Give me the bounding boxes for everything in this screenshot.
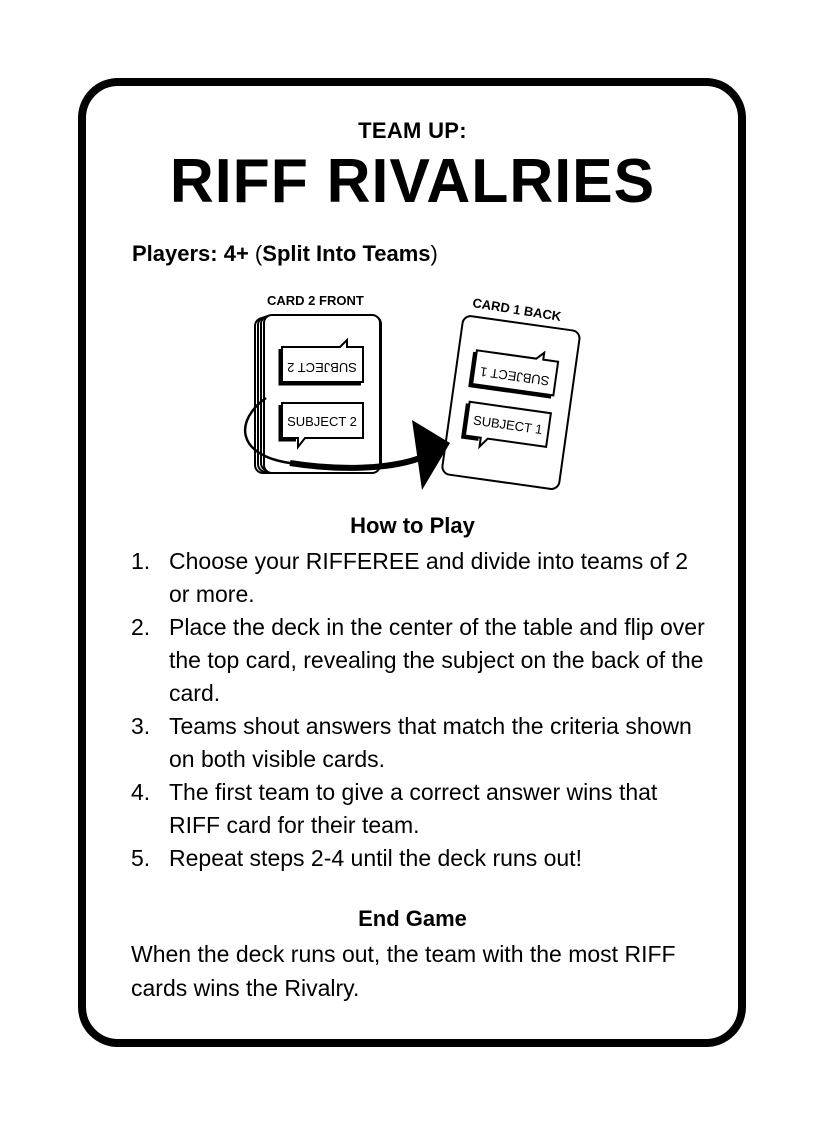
card-kicker: TEAM UP: bbox=[358, 118, 467, 143]
players-line: Players: 4+ (Split Into Teams) bbox=[132, 241, 438, 267]
step-text: Teams shout answers that match the crite… bbox=[169, 713, 692, 772]
step-number: 4. bbox=[131, 779, 151, 805]
step-item: 3. Teams shout answers that match the cri… bbox=[131, 710, 711, 776]
card-title: RIFF RIVALRIES bbox=[169, 147, 656, 216]
card-deck-icon: SUBJECT 2 SUBJECT 2 bbox=[254, 314, 382, 474]
players-label: Players: 4+ bbox=[132, 241, 249, 266]
players-close-paren: ) bbox=[430, 241, 438, 266]
how-to-play-heading: How to Play bbox=[350, 513, 475, 538]
step-text: Repeat steps 2-4 until the deck runs out… bbox=[169, 845, 582, 871]
card-2-front-label: CARD 2 FRONT bbox=[267, 293, 364, 308]
step-number: 2. bbox=[131, 614, 151, 640]
players-detail: Split Into Teams bbox=[262, 241, 431, 266]
step-text: Choose your RIFFEREE and divide into tea… bbox=[169, 548, 689, 607]
speech-bubble-icon: SUBJECT 1 bbox=[468, 349, 560, 399]
step-item: 2. Place the deck in the center of the ta… bbox=[131, 611, 711, 710]
speech-bubble-icon: SUBJECT 2 bbox=[278, 337, 364, 386]
end-game-heading: End Game bbox=[358, 906, 467, 931]
single-card-icon: SUBJECT 1 SUBJECT 1 bbox=[441, 315, 581, 490]
end-game-text: When the deck runs out, the team with th… bbox=[131, 941, 676, 1001]
players-open-paren: ( bbox=[248, 241, 263, 266]
step-number: 1. bbox=[131, 548, 151, 574]
speech-bubble-icon: SUBJECT 2 bbox=[278, 402, 364, 450]
step-number: 3. bbox=[131, 713, 151, 739]
step-item: 4. The first team to give a correct answe… bbox=[131, 776, 711, 842]
step-text: Place the deck in the center of the tabl… bbox=[169, 614, 705, 706]
card-flip-illustration: CARD 2 FRONT CARD 1 BACK SUBJECT 2 SUBJE… bbox=[243, 293, 581, 490]
step-item: 1. Choose your RIFFEREE and divide into t… bbox=[131, 545, 711, 611]
step-item: 5. Repeat steps 2-4 until the deck runs o… bbox=[131, 842, 711, 875]
left-top-bubble-text: SUBJECT 2 bbox=[287, 360, 357, 375]
rules-card bbox=[78, 78, 746, 1047]
step-number: 5. bbox=[131, 845, 151, 871]
steps-list: 1. Choose your RIFFEREE and divide into t… bbox=[131, 545, 711, 875]
step-text: The first team to give a correct answer … bbox=[169, 779, 658, 838]
speech-bubble-icon: SUBJECT 1 bbox=[460, 400, 552, 450]
curved-arrow-icon bbox=[243, 396, 450, 490]
left-bottom-bubble-text: SUBJECT 2 bbox=[287, 414, 357, 429]
